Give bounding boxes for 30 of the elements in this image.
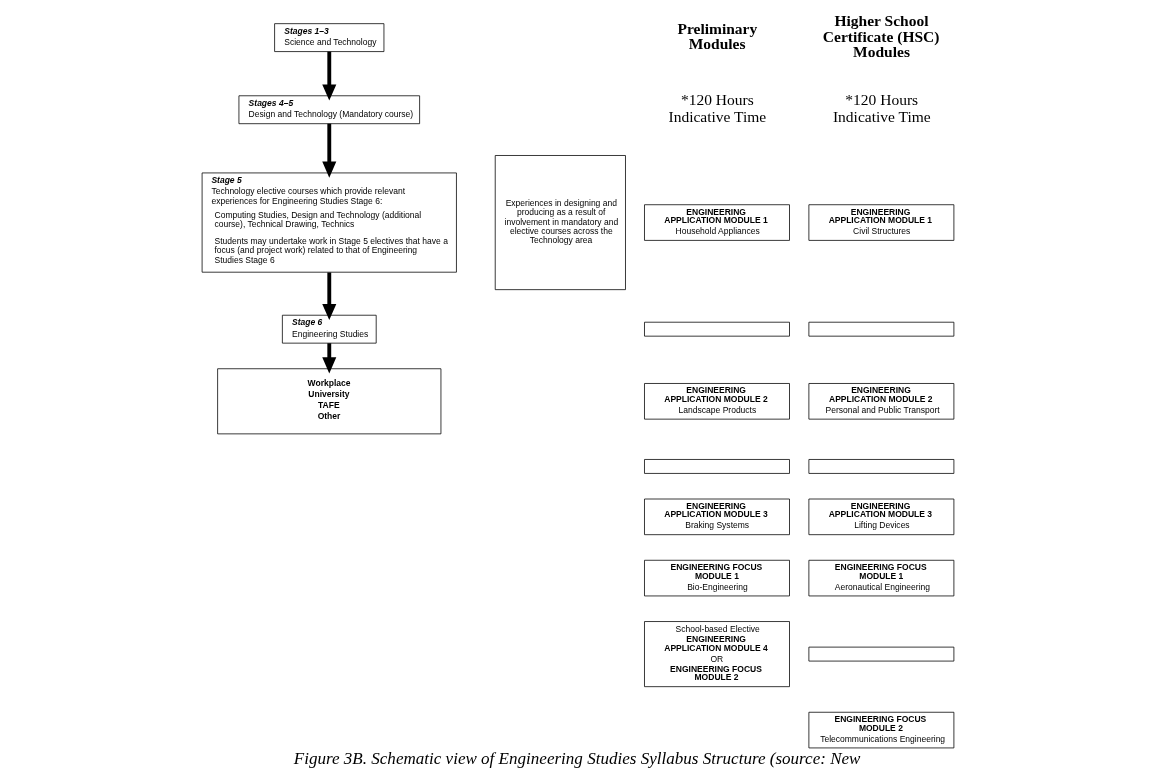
arrow — [322, 343, 337, 374]
node-box: ENGINEERING FOCUS MODULE 1 Aeronautical Engineering — [808, 559, 955, 597]
node-box: Stage 5 Technology elective courses which provide relevant experiences for Engineering Studies Stage 6: Computing Studies, Design and Technology (additional course), Technical Drawing, Technics Students may undertake work in Stage 5 electives that have a focus (and project work) related to that of Engineering Studies Stage 6 — [201, 172, 457, 273]
node-box: ENGINEERING APPLICATION MODULE 2 Landscape Products — [644, 383, 790, 420]
node-box: Stage 6 Engineering Studies — [281, 314, 377, 344]
node-box: ENGINEERING FOCUS MODULE 2 Telecommunications Engineering — [808, 711, 955, 749]
node-box: ENGINEERING APPLICATION MODULE 1 Household Appliances — [644, 204, 790, 241]
node-box — [644, 459, 790, 474]
label: Preliminary Modules — [677, 19, 758, 53]
label: Higher School Certificate (HSC) Modules — [822, 11, 940, 61]
node-box: ENGINEERING APPLICATION MODULE 3 Lifting Devices — [808, 498, 955, 536]
node-box — [808, 321, 955, 337]
node-box: ENGINEERING FOCUS MODULE 1 Bio-Engineering — [644, 559, 790, 597]
node-box: ENGINEERING APPLICATION MODULE 2 Personal and Public Transport — [808, 383, 955, 420]
node-box: Stages 1–3 Science and Technology — [274, 23, 385, 52]
node-box — [808, 646, 955, 662]
arrow — [322, 123, 337, 178]
node-box — [808, 459, 955, 474]
node-box: Experiences in designing and producing as a result of involvement in mandatory and elective courses across the Technology area — [494, 155, 626, 291]
node-box: Stages 4–5 Design and Technology (Mandatory course) — [238, 95, 420, 125]
node-box: ENGINEERING APPLICATION MODULE 1 Civil Structures — [808, 204, 955, 241]
label: *120 Hours Indicative Time — [832, 91, 931, 126]
caption: Figure 3B. Schematic view of Engineering Studies Syllabus Structure (source: New — [293, 748, 861, 768]
node-box: ENGINEERING APPLICATION MODULE 3 Braking Systems — [644, 498, 790, 536]
node-box: Workplace University TAFE Other — [217, 368, 442, 435]
arrow — [322, 272, 337, 320]
label: *120 Hours Indicative Time — [668, 91, 767, 126]
arrow — [322, 51, 337, 101]
node-box: School-based Elective ENGINEERING APPLICATION MODULE 4 OR ENGINEERING FOCUS MODULE 2 — [644, 621, 790, 688]
node-box — [644, 321, 790, 337]
